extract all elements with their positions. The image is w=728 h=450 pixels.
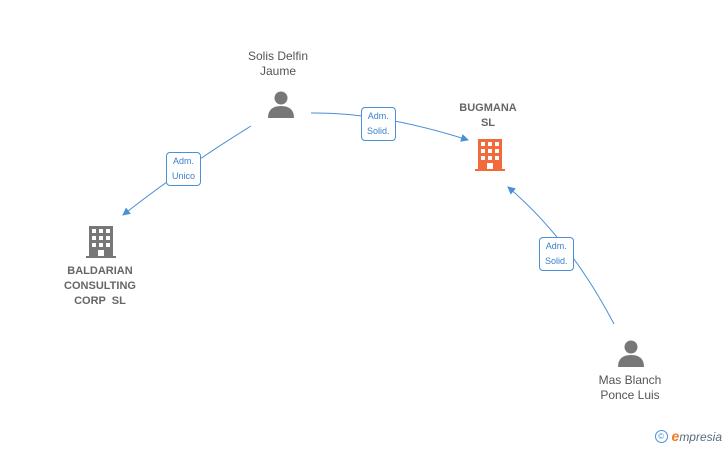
- node-label-mas[interactable]: Mas Blanch Ponce Luis: [582, 373, 678, 403]
- node-label-bugmana[interactable]: BUGMANA SL: [446, 101, 530, 131]
- edge-label-solis-bugmana: Adm. Solid.: [361, 107, 396, 141]
- node-label-solis[interactable]: Solis Delfin Jaume: [230, 49, 326, 79]
- node-name-line: CORP SL: [74, 295, 126, 307]
- node-label-baldarian[interactable]: BALDARIAN CONSULTING CORP SL: [50, 264, 150, 309]
- building-icon[interactable]: [473, 138, 507, 172]
- building-icon[interactable]: [84, 225, 118, 259]
- person-icon[interactable]: [266, 90, 296, 120]
- node-name-line: CONSULTING: [64, 280, 136, 292]
- node-name-line: Jaume: [259, 64, 297, 78]
- person-icon[interactable]: [616, 339, 646, 369]
- node-name-line: Mas Blanch: [598, 373, 662, 387]
- node-name-line: Solis Delfin: [247, 49, 309, 63]
- node-name-line: BALDARIAN: [67, 265, 133, 277]
- node-name-line: BUGMANA: [459, 102, 517, 114]
- node-name-line: Ponce Luis: [600, 388, 660, 402]
- copyright-icon: ©: [654, 429, 668, 443]
- brand-watermark: © empresia: [654, 428, 722, 444]
- brand-logo: empresia: [671, 428, 722, 444]
- edge-label-solis-baldarian: Adm. Unico: [166, 152, 202, 186]
- edge-label-mas-bugmana: Adm. Solid.: [539, 237, 574, 271]
- node-name-line: SL: [480, 117, 496, 129]
